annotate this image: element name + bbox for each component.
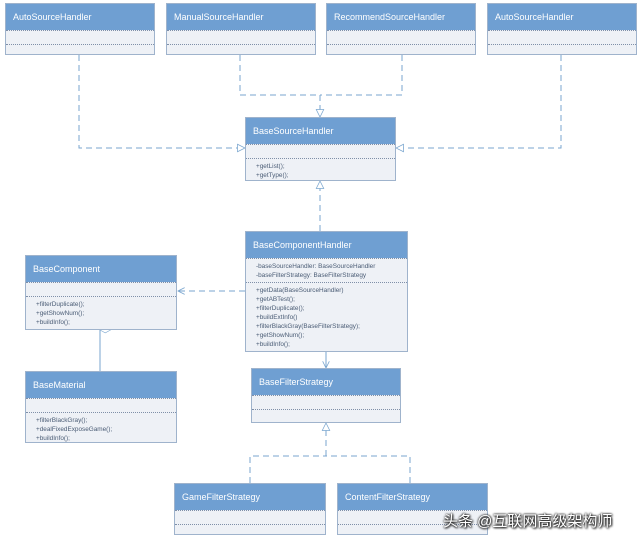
- method: +getABTest();: [256, 296, 295, 303]
- method: +getData(BaseSourceHandler): [256, 287, 344, 294]
- methods-section: [175, 524, 325, 538]
- methods-section: [6, 44, 154, 58]
- class-game-filter-strategy[interactable]: GameFilterStrategy: [174, 483, 326, 535]
- attributes-section: [252, 395, 400, 409]
- class-base-material[interactable]: BaseMaterial +filterBlackGray(); +dealFi…: [25, 371, 177, 443]
- class-name: BaseFilterStrategy: [252, 369, 400, 395]
- methods-section: [167, 44, 315, 58]
- class-name: BaseComponentHandler: [246, 232, 407, 258]
- class-auto-source-handler-left[interactable]: AutoSourceHandler: [5, 3, 155, 55]
- class-manual-source-handler[interactable]: ManualSourceHandler: [166, 3, 316, 55]
- class-base-filter-strategy[interactable]: BaseFilterStrategy: [251, 368, 401, 423]
- method: +buildInfo();: [36, 319, 70, 326]
- attributes-section: [338, 510, 487, 524]
- attributes-section: [26, 398, 176, 412]
- methods-section: +filterBlackGray(); +dealFixedExposeGame…: [26, 412, 176, 445]
- method: +buildInfo();: [256, 341, 290, 348]
- edge-manual-base-source: [239, 55, 320, 96]
- method: +dealFixedExposeGame();: [36, 426, 113, 433]
- method: +getType();: [256, 172, 289, 179]
- method: +buildExtInfo(): [256, 314, 298, 321]
- class-name: RecommendSourceHandler: [327, 4, 475, 30]
- edge-recommend-base-source: [320, 55, 403, 96]
- class-name: AutoSourceHandler: [6, 4, 154, 30]
- class-name: AutoSourceHandler: [488, 4, 636, 30]
- attributes-section: [488, 30, 636, 44]
- attributes-section: [327, 30, 475, 44]
- method: +filterBlackGray(BaseFilterStrategy);: [256, 323, 360, 330]
- method: +filterDuplicate();: [36, 301, 85, 308]
- class-base-component-handler[interactable]: BaseComponentHandler -baseSourceHandler:…: [245, 231, 408, 352]
- edge-auto1-base-source: [78, 55, 245, 148]
- method: +getShowNum();: [256, 332, 305, 339]
- methods-section: +filterDuplicate(); +getShowNum(); +buil…: [26, 296, 176, 329]
- methods-section: +getData(BaseSourceHandler) +getABTest()…: [246, 282, 407, 351]
- class-base-source-handler[interactable]: BaseSourceHandler +getList(); +getType()…: [245, 117, 396, 181]
- methods-section: [327, 44, 475, 58]
- attributes-section: [26, 282, 176, 296]
- attributes-section: -baseSourceHandler: BaseSourceHandler -b…: [246, 258, 407, 282]
- method: +filterBlackGray();: [36, 417, 88, 424]
- method: +buildInfo();: [36, 435, 70, 442]
- attributes-section: [167, 30, 315, 44]
- edge-content-filter: [326, 455, 411, 483]
- watermark-text: 头条 @互联网高级架构师: [443, 513, 613, 530]
- class-recommend-source-handler[interactable]: RecommendSourceHandler: [326, 3, 476, 55]
- attribute: -baseFilterStrategy: BaseFilterStrategy: [256, 272, 367, 279]
- attributes-section: [175, 510, 325, 524]
- attributes-section: [6, 30, 154, 44]
- class-name: BaseMaterial: [26, 372, 176, 398]
- method: +getList();: [256, 163, 285, 170]
- method: +getShowNum();: [36, 310, 85, 317]
- method: +filterDuplicate();: [256, 305, 305, 312]
- methods-section: [252, 409, 400, 423]
- class-name: GameFilterStrategy: [175, 484, 325, 510]
- class-content-filter-strategy[interactable]: ContentFilterStrategy: [337, 483, 488, 535]
- attribute: -baseSourceHandler: BaseSourceHandler: [256, 263, 376, 270]
- methods-section: +getList(); +getType();: [246, 158, 395, 182]
- edge-auto2-base-source: [396, 55, 562, 148]
- class-name: BaseComponent: [26, 256, 176, 282]
- class-base-component[interactable]: BaseComponent +filterDuplicate(); +getSh…: [25, 255, 177, 330]
- class-name: ContentFilterStrategy: [338, 484, 487, 510]
- class-name: BaseSourceHandler: [246, 118, 395, 144]
- attributes-section: [246, 144, 395, 158]
- class-name: ManualSourceHandler: [167, 4, 315, 30]
- methods-section: [488, 44, 636, 58]
- methods-section: [338, 524, 487, 538]
- class-auto-source-handler-right[interactable]: AutoSourceHandler: [487, 3, 637, 55]
- edge-game-filter: [249, 455, 326, 483]
